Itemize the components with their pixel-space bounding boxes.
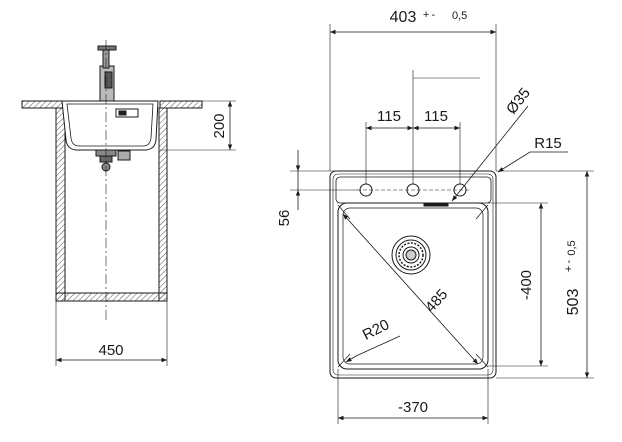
overall-depth-tol-sign: + - [563, 260, 575, 273]
side-width-label: 450 [98, 342, 123, 359]
bowl-diagonal-label: 485 [422, 286, 451, 316]
tap-hole-diameter-label: Ø35 [503, 85, 534, 118]
bowl-width-label: -370 [398, 399, 428, 416]
overall-width-tol-sign: + - [423, 9, 436, 21]
tap-spacing-left-label: 115 [377, 108, 401, 125]
overflow-slot [423, 202, 449, 207]
overall-depth-tol-value: 0,5 [566, 240, 578, 255]
overall-depth-label: 503 [565, 289, 582, 316]
side-height-label: 200 [211, 113, 228, 138]
sink-rim-outer [329, 170, 497, 379]
bowl-height-label: -400 [518, 270, 535, 300]
strainer [391, 235, 431, 275]
outer-radius-label: R15 [534, 135, 562, 152]
side-view [21, 40, 236, 366]
bowl-outer [337, 202, 489, 370]
worktop-left [21, 100, 68, 109]
top-view [290, 24, 594, 424]
brand-plate [115, 108, 139, 118]
cabinet-bottom [55, 292, 168, 302]
worktop-right [159, 100, 203, 109]
bowl-radius-label: R20 [360, 316, 392, 344]
cabinet-wall-left [55, 107, 66, 302]
overall-width-tol-value: 0,5 [452, 10, 467, 22]
cabinet-wall-right [158, 107, 168, 302]
overall-width-label: 403 [390, 9, 417, 26]
tap-ledge-depth-label: 56 [276, 210, 293, 227]
sink-bowl [61, 100, 159, 151]
bowl-diagonal [342, 213, 479, 365]
tap-spacing-right-label: 115 [424, 108, 448, 125]
bowl-inner [342, 207, 484, 365]
